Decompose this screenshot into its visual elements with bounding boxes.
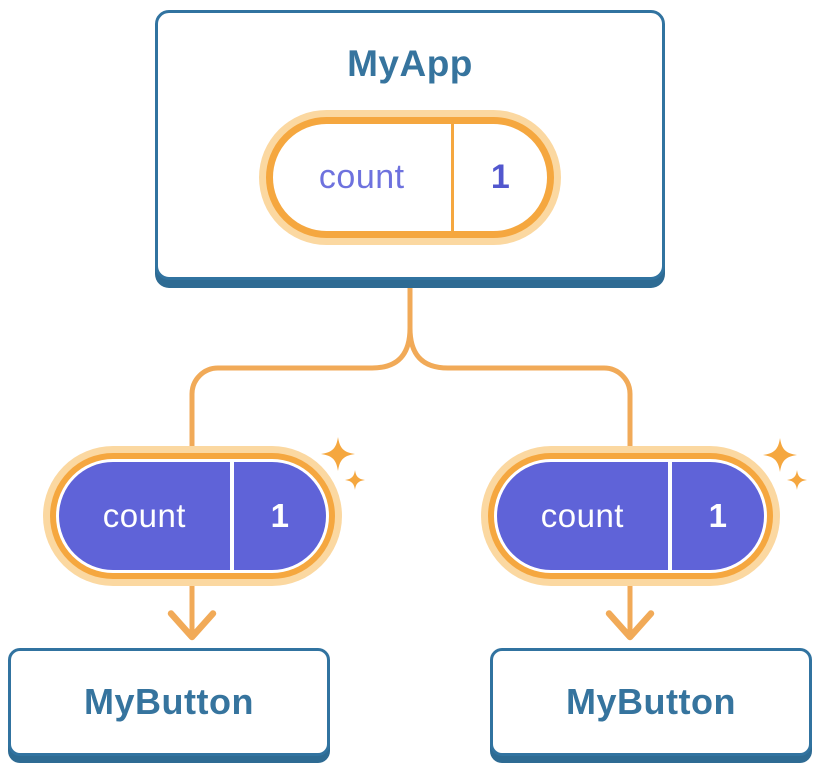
state-name: count <box>540 497 624 534</box>
state-pill-right-child: count 1 <box>481 446 780 586</box>
pill-white-gap: count 1 <box>56 459 329 573</box>
mybutton-component-card-right: MyButton <box>490 648 812 756</box>
component-title: MyButton <box>84 681 254 722</box>
mybutton-component-card-left: MyButton <box>8 648 330 756</box>
connector-right-branch <box>407 281 633 633</box>
state-name: count <box>102 497 186 534</box>
sparkle-icon <box>763 438 807 490</box>
component-title: MyButton <box>566 681 736 722</box>
state-value: 1 <box>229 462 326 570</box>
arrow-down-icon <box>605 610 655 641</box>
pill-orange-ring: count 1 <box>50 453 335 579</box>
state-value: 1 <box>450 124 547 231</box>
connector-left-branch <box>189 281 413 633</box>
state-value: 1 <box>667 462 764 570</box>
pill-white-gap: count 1 <box>494 459 767 573</box>
component-title: MyApp <box>347 43 473 84</box>
pill-orange-ring: count 1 <box>488 453 773 579</box>
pill-core: count 1 <box>497 462 764 570</box>
pill-core: count 1 <box>59 462 326 570</box>
sparkle-icon <box>321 437 365 490</box>
arrow-down-icon <box>167 610 217 641</box>
state-pill-left-child: count 1 <box>43 446 342 586</box>
state-pill-root: count 1 <box>266 117 554 238</box>
state-name: count <box>318 158 405 196</box>
